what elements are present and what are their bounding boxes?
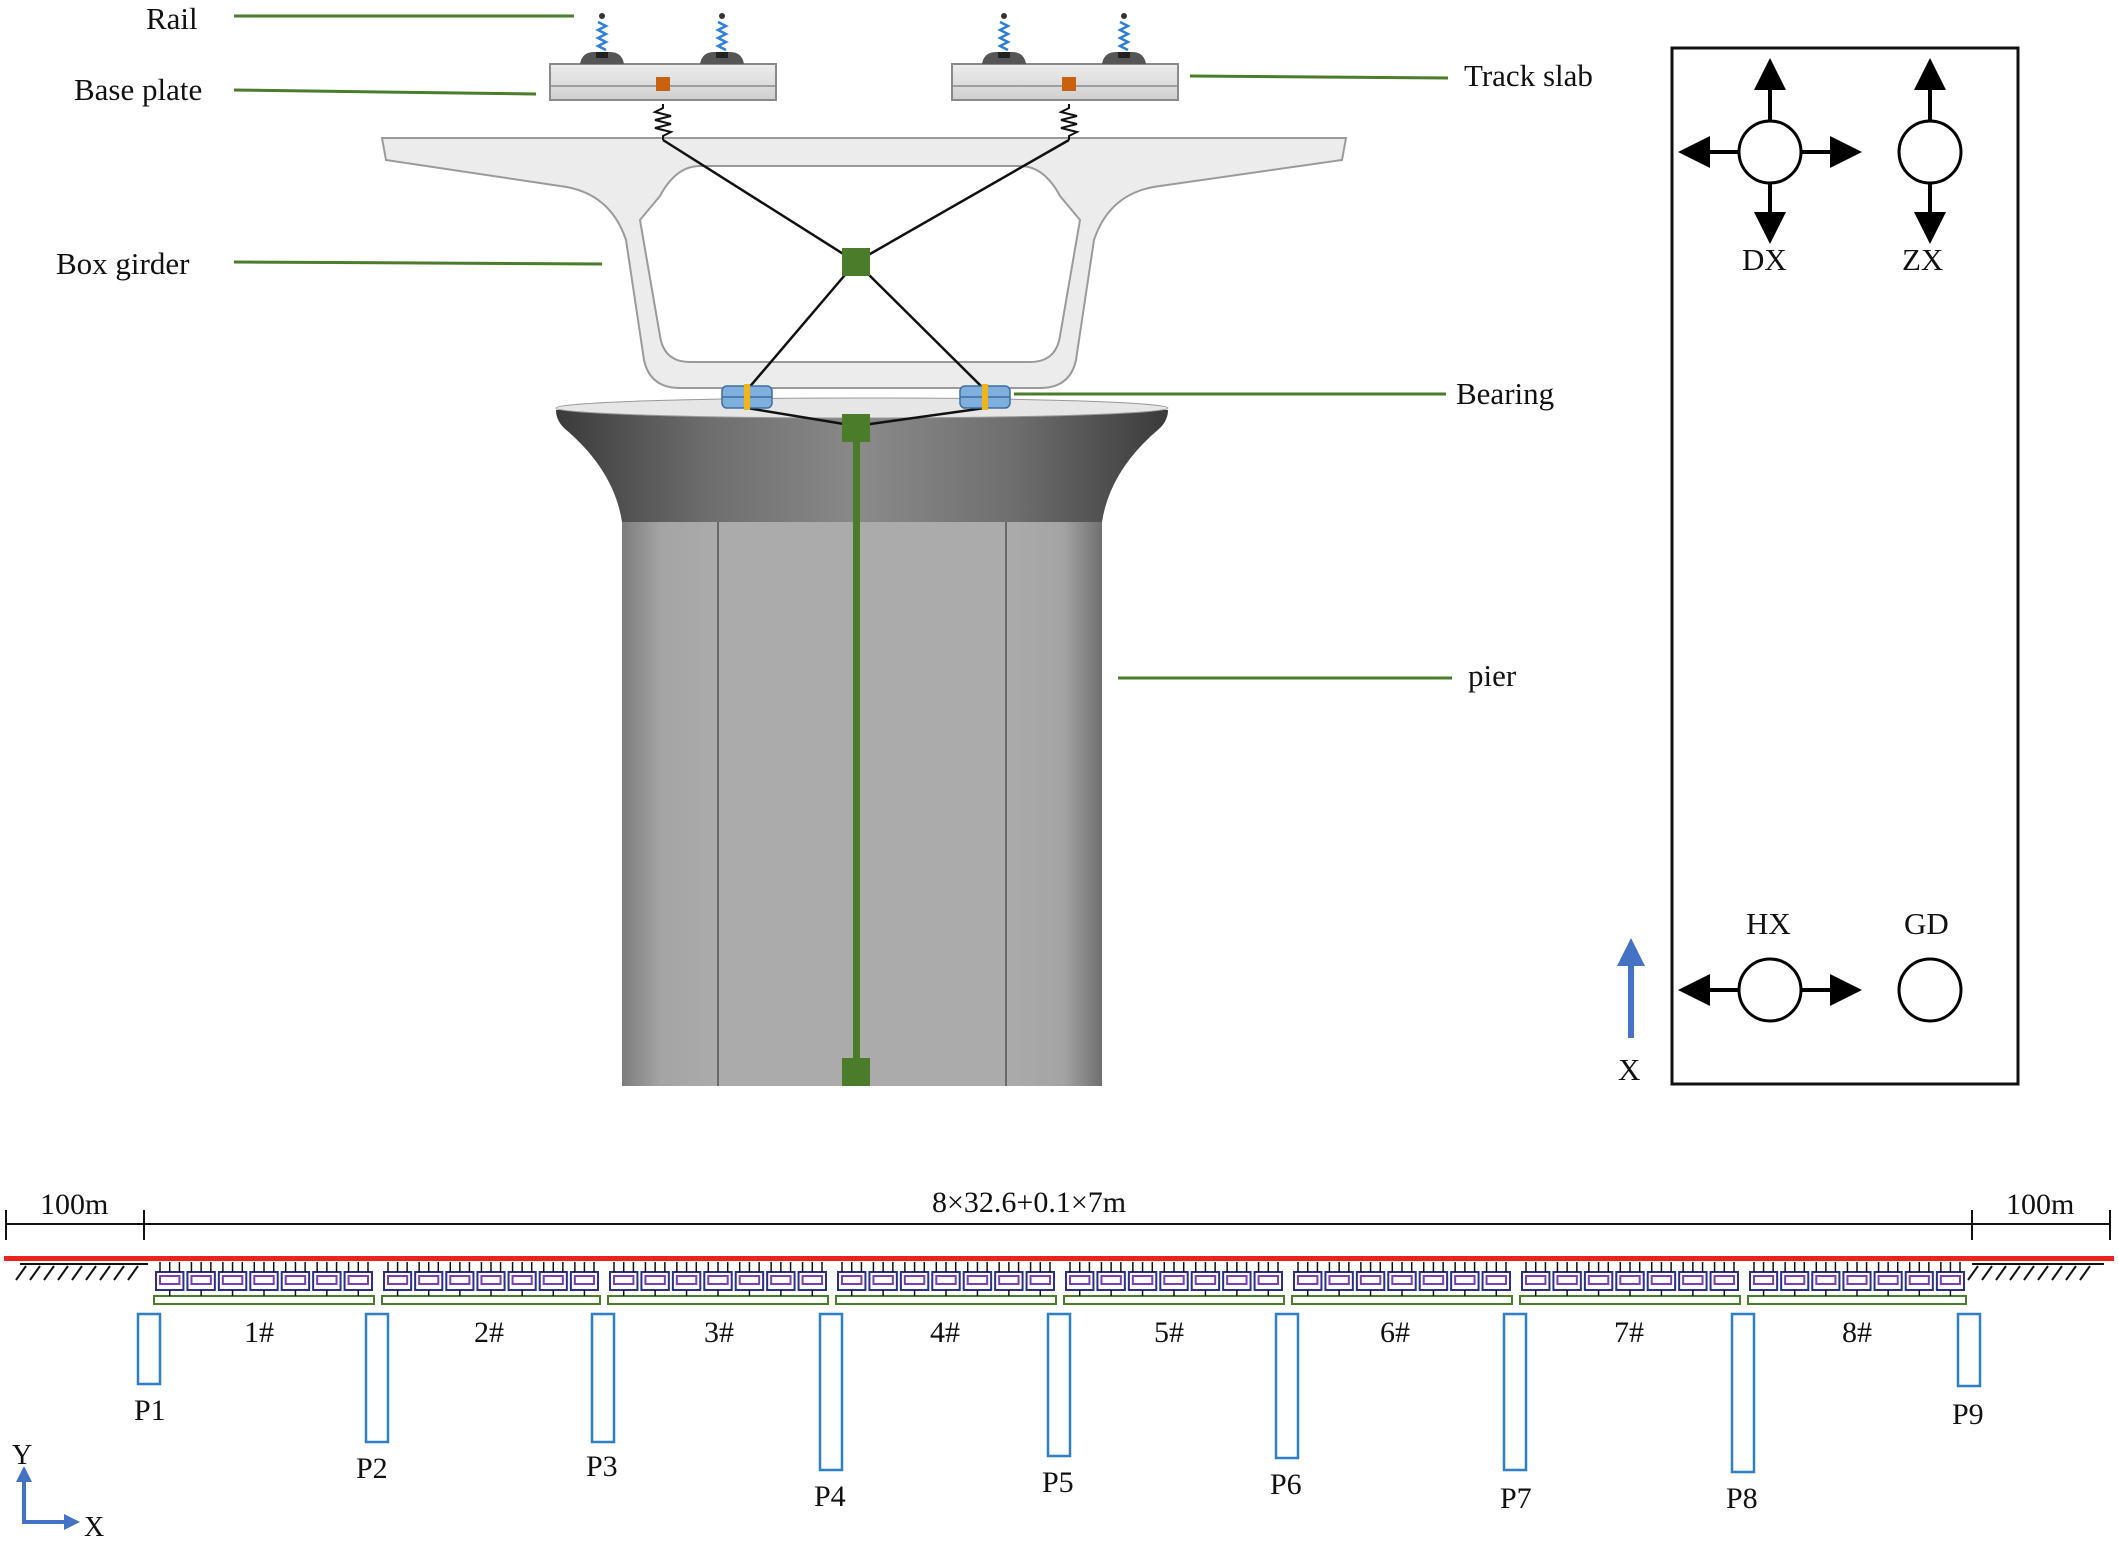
label-hx: HX: [1746, 906, 1791, 941]
pier-label-8: P8: [1726, 1482, 1758, 1515]
label-gd: GD: [1904, 906, 1949, 941]
span-5-elements: [1063, 1262, 1285, 1305]
slab-springs: [652, 104, 1080, 140]
leader-lines: [233, 14, 1452, 680]
pier-label-5: P5: [1042, 1466, 1074, 1499]
pier-label-2: P2: [356, 1452, 388, 1485]
rail-4: [1102, 13, 1146, 64]
span-label-6: 6#: [1380, 1316, 1410, 1349]
span-label-3: 3#: [704, 1316, 734, 1349]
pier-label-7: P7: [1500, 1482, 1532, 1515]
label-zx: ZX: [1902, 242, 1943, 277]
label-box-girder: Box girder: [56, 246, 190, 281]
pier-9: [1956, 1312, 1982, 1388]
rails: [580, 13, 1146, 64]
label-pier: pier: [1468, 658, 1517, 693]
dim-bridge-length: 8×32.6+0.1×7m: [932, 1186, 1126, 1219]
span-label-4: 4#: [930, 1316, 960, 1349]
pier-element: [842, 414, 870, 1086]
label-dx: DX: [1742, 242, 1787, 277]
label-rail: Rail: [146, 1, 198, 36]
span-1-elements: [153, 1262, 375, 1305]
label-base-plate: Base plate: [74, 72, 202, 107]
hx-horizontal-arrow-node-icon: [1678, 957, 1862, 1023]
pier-label-4: P4: [814, 1480, 846, 1513]
x-axis-arrow-icon: [1617, 938, 1645, 1038]
pier-8: [1730, 1312, 1756, 1474]
pier-5: [1046, 1312, 1072, 1458]
pier-body: [555, 397, 1169, 1086]
span-3-elements: [607, 1262, 829, 1305]
span-label-7: 7#: [1614, 1316, 1644, 1349]
span-label-2: 2#: [474, 1316, 504, 1349]
rail-3: [982, 13, 1026, 64]
axis-label-x: X: [84, 1512, 104, 1542]
span-4-elements: [835, 1262, 1057, 1305]
label-track-slab: Track slab: [1464, 58, 1593, 93]
girder-node: [842, 248, 870, 276]
rail-line: [4, 1256, 2114, 1261]
piers: [136, 1312, 1982, 1474]
zx-vertical-arrow-node-icon: [1897, 58, 1963, 244]
embankment-right: [1967, 1263, 2104, 1281]
rigid-links: [662, 138, 1070, 428]
pier-4: [818, 1312, 844, 1472]
embankment-left: [15, 1263, 148, 1281]
gd-circle-node-icon: [1897, 957, 1963, 1023]
elevation-view: 100m 8×32.6+0.1×7m 100m 1# 2# 3# 4# 5# 6…: [4, 1186, 2114, 1542]
span-8-elements: [1747, 1262, 1967, 1305]
track-slab-left: [549, 63, 777, 101]
bearing-right: [959, 384, 1011, 410]
dimension-line: [5, 1210, 2111, 1240]
pier-label-1: P1: [134, 1394, 166, 1427]
span-6-elements: [1291, 1262, 1513, 1305]
axis-label-y: Y: [12, 1440, 32, 1471]
span-2-elements: [381, 1262, 601, 1305]
span-7-elements: [1519, 1262, 1741, 1305]
span-elements: [153, 1262, 1967, 1305]
xy-axes-icon: [16, 1466, 80, 1530]
pier-label-6: P6: [1270, 1468, 1302, 1501]
pier-1: [136, 1312, 162, 1386]
pier-2: [364, 1312, 390, 1444]
label-x-axis: X: [1618, 1052, 1640, 1087]
dim-left-embankment: 100m: [40, 1188, 108, 1221]
rail-2: [700, 13, 744, 64]
pier-label-3: P3: [586, 1450, 618, 1483]
pier-6: [1274, 1312, 1300, 1460]
dim-right-embankment: 100m: [2006, 1188, 2074, 1221]
pier-7: [1502, 1312, 1528, 1472]
rail-1: [580, 13, 624, 64]
track-slab-right: [951, 63, 1179, 101]
span-label-1: 1#: [244, 1316, 274, 1349]
pier-3: [590, 1312, 616, 1444]
pier-label-9: P9: [1952, 1398, 1984, 1431]
span-label-8: 8#: [1842, 1316, 1872, 1349]
cross-section: Rail Base plate Box girder Track slab Be…: [56, 1, 1593, 1086]
span-label-5: 5#: [1154, 1316, 1184, 1349]
bearing-left: [721, 384, 773, 410]
label-bearing: Bearing: [1456, 376, 1554, 411]
dx-four-arrow-node-icon: [1678, 58, 1862, 244]
constraint-legend: DX ZX HX GD X: [1617, 46, 2020, 1087]
